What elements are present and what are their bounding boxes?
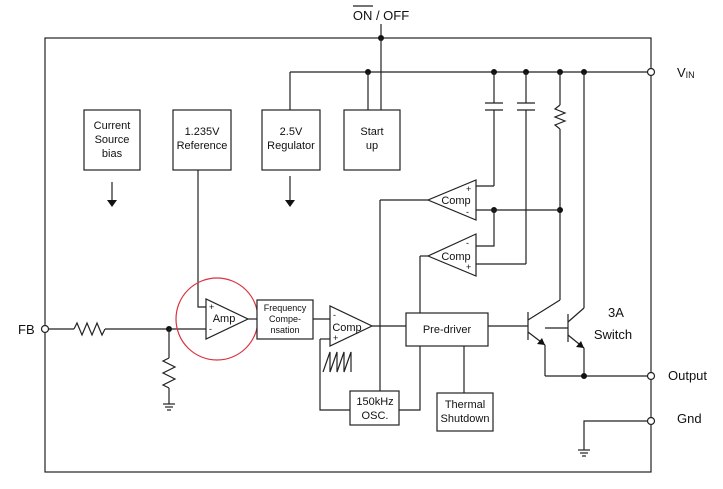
svg-text:3A: 3A — [608, 305, 624, 320]
svg-text:Output: Output — [668, 368, 707, 383]
svg-text:150kHz: 150kHz — [356, 396, 393, 408]
enable-pin: ON / OFF — [353, 5, 409, 41]
upper-comparator: + - Comp — [426, 179, 477, 221]
freq-comp-block: Frequency Compe- nsation — [256, 299, 314, 340]
svg-text:Comp: Comp — [441, 251, 470, 263]
svg-text:-: - — [466, 238, 469, 248]
svg-text:Amp: Amp — [213, 313, 236, 325]
svg-text:+: + — [466, 184, 471, 194]
current-source-block: Current Source bias — [83, 109, 141, 207]
svg-text:OSC.: OSC. — [362, 410, 389, 422]
svg-text:Regulator: Regulator — [267, 140, 315, 152]
sense-resistor — [553, 104, 567, 130]
fb-resistor — [73, 321, 106, 337]
chip-outline — [44, 37, 652, 473]
svg-text:2.5V: 2.5V — [280, 126, 303, 138]
vin-pin: VIN — [290, 65, 695, 80]
svg-text:Current: Current — [94, 120, 131, 132]
pre-driver-block: Pre-driver — [405, 312, 489, 347]
svg-text:Comp: Comp — [332, 322, 361, 334]
svg-text:Start: Start — [360, 126, 383, 138]
output-pin: Output — [646, 368, 707, 383]
main-comparator: - + Comp — [329, 305, 374, 347]
svg-text:+: + — [333, 333, 338, 343]
svg-text:Comp: Comp — [441, 195, 470, 207]
oscillator-block: 150kHz OSC. — [349, 390, 400, 426]
current-source-left — [476, 72, 503, 187]
svg-text:Gnd: Gnd — [677, 411, 702, 426]
switch-label: 3A Switch — [594, 305, 632, 342]
svg-text:+: + — [466, 262, 471, 272]
svg-text:Shutdown: Shutdown — [441, 413, 490, 425]
svg-text:Reference: Reference — [177, 140, 228, 152]
driver-transistor — [527, 299, 561, 346]
svg-text:-: - — [333, 310, 336, 320]
svg-text:-: - — [209, 324, 212, 334]
svg-text:VIN: VIN — [677, 65, 695, 80]
svg-text:nsation: nsation — [270, 325, 299, 335]
svg-text:Source: Source — [95, 134, 130, 146]
svg-text:Frequency: Frequency — [264, 303, 307, 313]
regulator-block: 2.5V Regulator — [261, 109, 321, 207]
svg-text:FB: FB — [18, 322, 35, 337]
svg-text:bias: bias — [102, 148, 123, 160]
error-amplifier: + - Amp — [205, 298, 250, 340]
svg-text:Switch: Switch — [594, 327, 632, 342]
thermal-shutdown-block: Thermal Shutdown — [436, 392, 494, 432]
svg-text:Compe-: Compe- — [269, 314, 301, 324]
start-up-block: Start up — [343, 109, 401, 171]
fb-pin: FB — [18, 322, 50, 337]
divider-resistor — [161, 357, 177, 389]
svg-text:1.235V: 1.235V — [185, 126, 221, 138]
sawtooth-waveform — [322, 351, 352, 373]
svg-text:Thermal: Thermal — [445, 399, 485, 411]
gnd-pin: Gnd — [646, 411, 702, 426]
svg-text:up: up — [366, 140, 378, 152]
enable-pin-label: ON / OFF — [353, 8, 409, 23]
lower-comparator: - + Comp — [426, 233, 477, 277]
current-source-right — [476, 72, 535, 265]
svg-text:-: - — [466, 207, 469, 217]
reference-block: 1.235V Reference — [172, 109, 232, 171]
power-transistor — [545, 307, 585, 349]
svg-text:Pre-driver: Pre-driver — [423, 324, 472, 336]
svg-text:+: + — [209, 302, 214, 312]
